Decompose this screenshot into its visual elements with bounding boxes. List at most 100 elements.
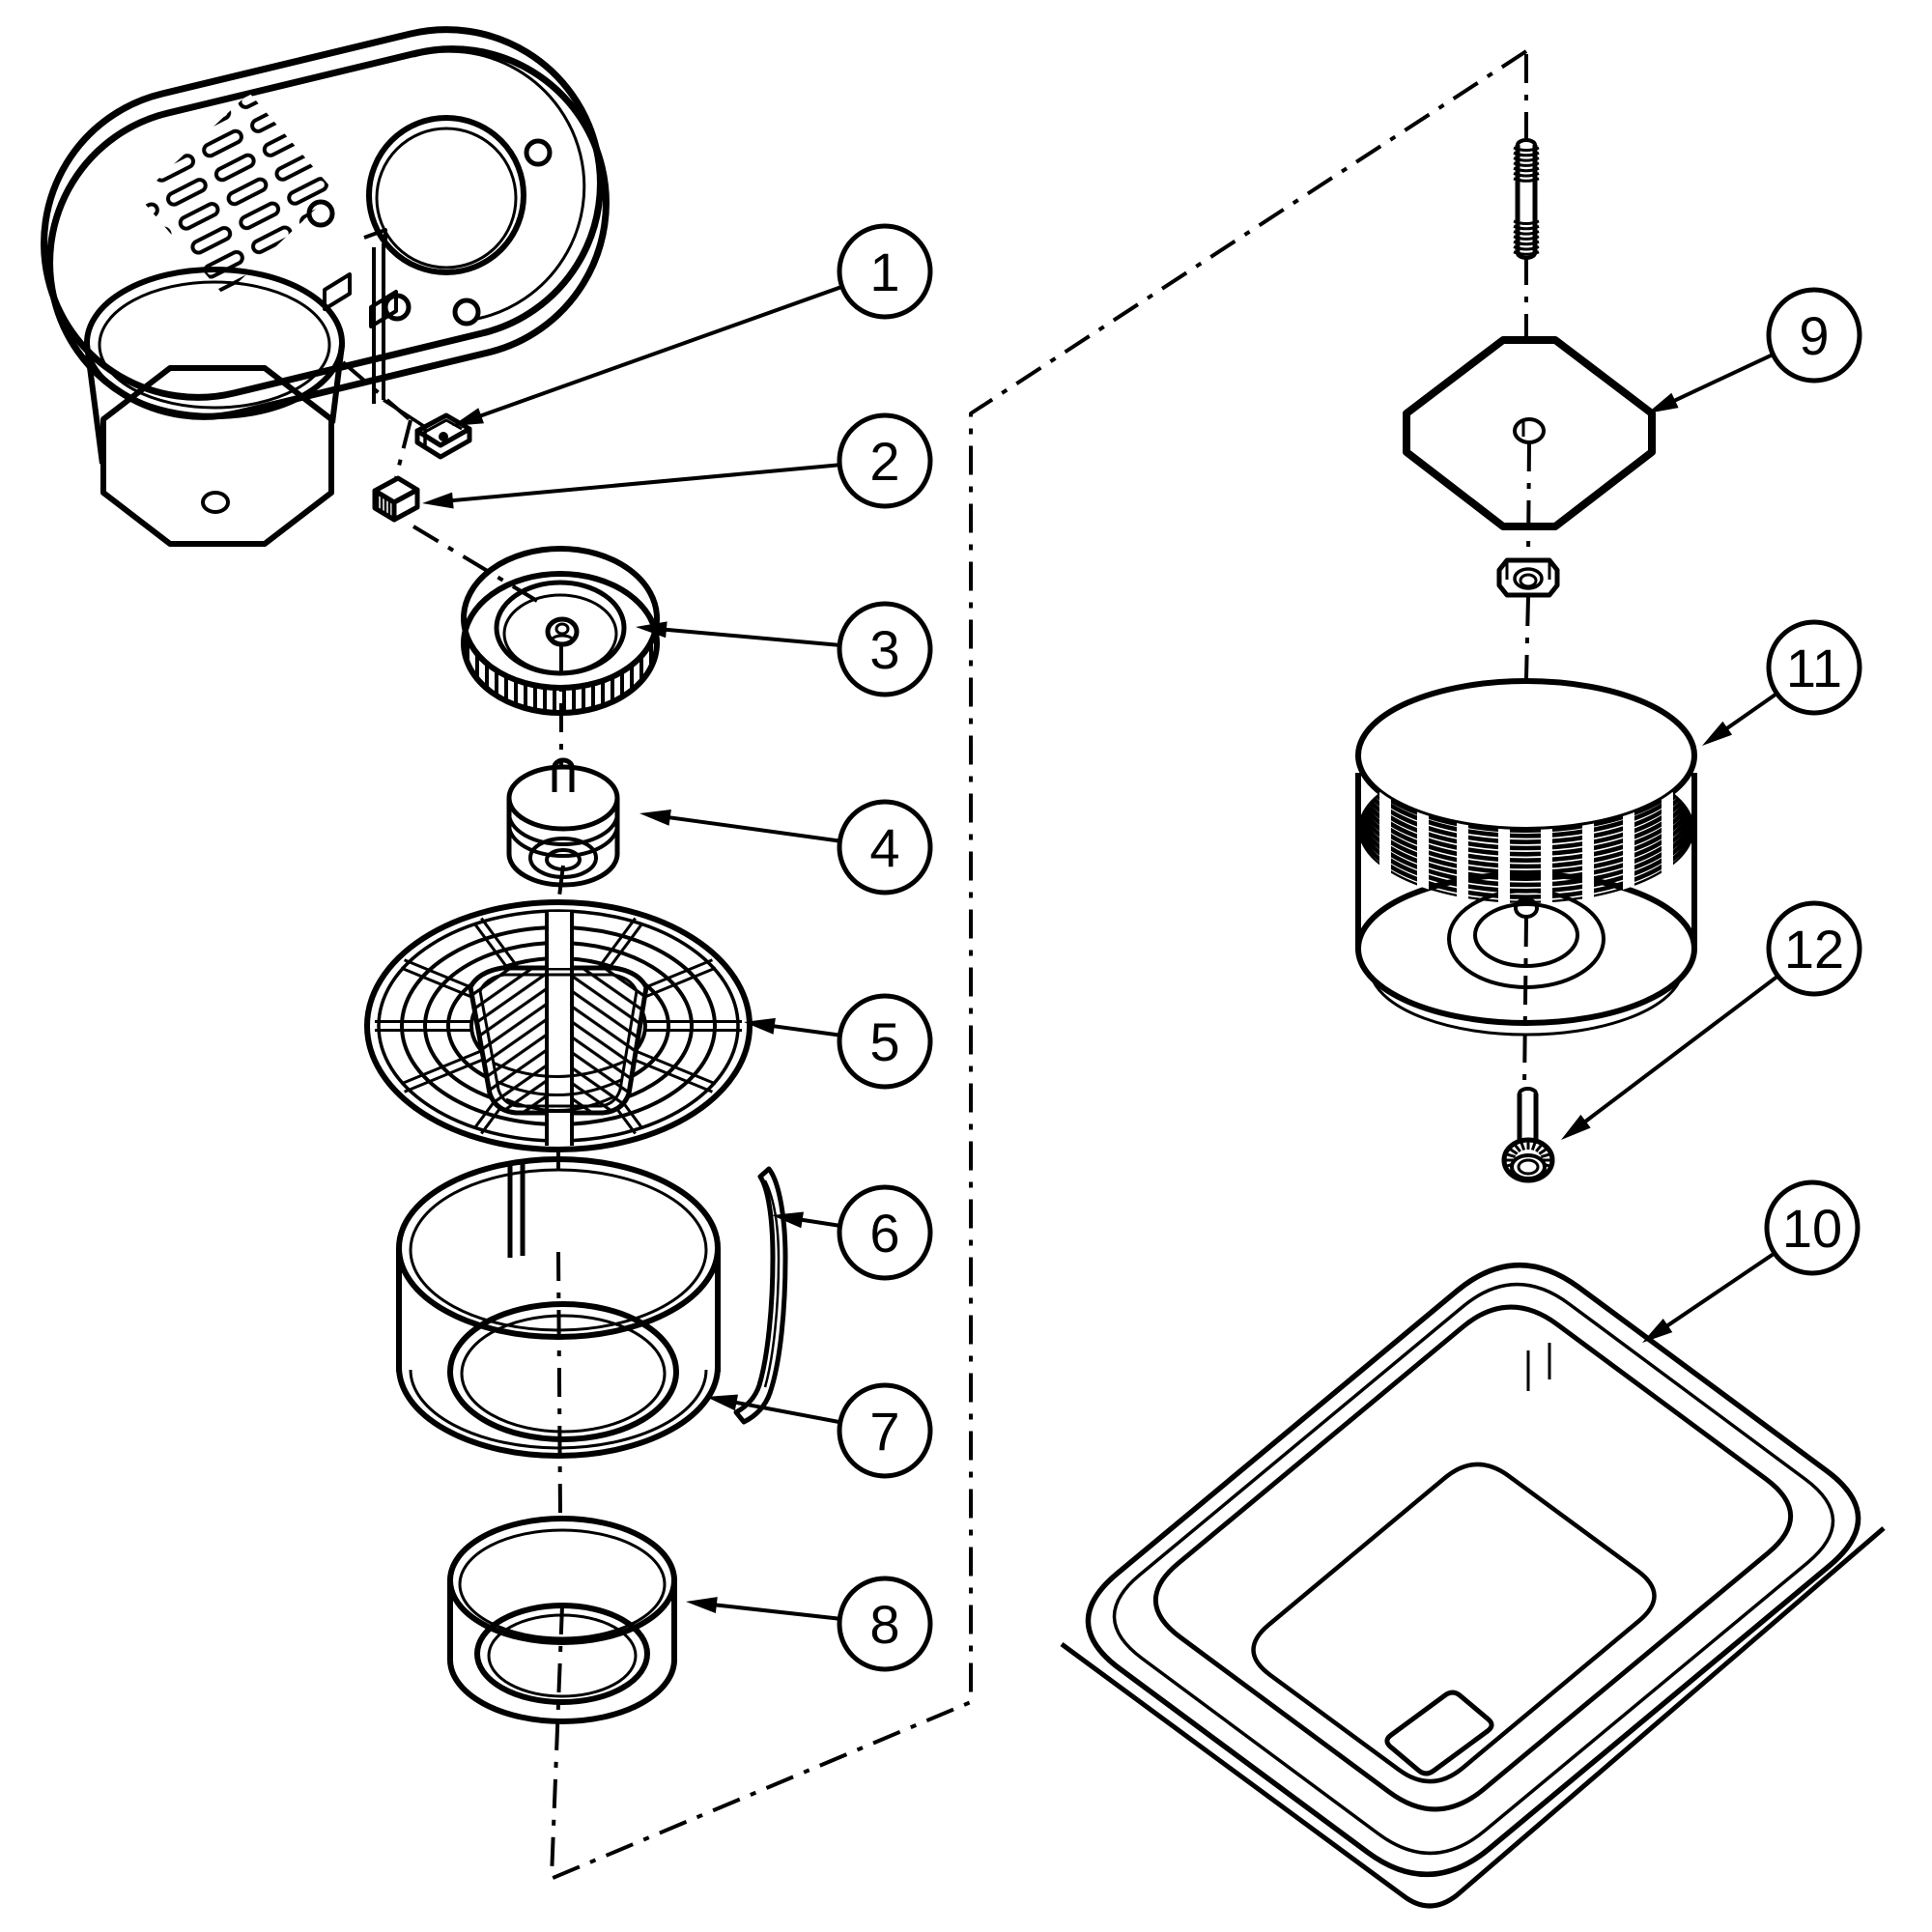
- callout-6-bubble: [837, 1184, 933, 1281]
- callout-5-leader: [770, 1023, 840, 1037]
- callout-10: 10: [1642, 1179, 1861, 1343]
- axis-bracket-3: [412, 525, 539, 603]
- axis-right-3: [1526, 441, 1531, 559]
- center-lines: [341, 49, 1531, 1881]
- part1-inner-line: [424, 418, 463, 434]
- callout-4: 4: [639, 799, 933, 895]
- callout-8-arrowhead: [686, 1597, 718, 1613]
- ring-top-rim: [447, 1516, 677, 1645]
- housing-large-hole-inner: [375, 127, 518, 270]
- part-threaded-stud: [1513, 138, 1540, 260]
- callout-9-leader: [1670, 353, 1775, 404]
- base-flange-thickness: [1060, 1526, 1886, 1909]
- callout-6: 6: [772, 1184, 933, 1281]
- axis-right-5: [1522, 917, 1528, 1091]
- knob-hub: [545, 616, 580, 647]
- callout-2-label: 2: [869, 431, 899, 492]
- knob-hub-hole: [554, 622, 570, 636]
- callout-1-label: 1: [869, 242, 899, 302]
- callout-5: 5: [744, 993, 933, 1090]
- callout-2-arrowhead: [422, 492, 454, 509]
- callout-5-arrowhead: [744, 1017, 776, 1035]
- spindle-bottom: [506, 853, 620, 888]
- callout-4-label: 4: [869, 817, 899, 878]
- callout-10-label: 10: [1782, 1198, 1842, 1259]
- grille-dome-inner-outline: [478, 973, 639, 1108]
- axis-bracket-1: [341, 360, 412, 422]
- callout-12-bubble: [1766, 900, 1862, 997]
- callout-7-arrowhead: [706, 1394, 739, 1411]
- clip-blade: [733, 1166, 788, 1425]
- callout-6-leader: [798, 1217, 840, 1228]
- housing-hole-2: [524, 138, 553, 167]
- part-2-terminal-block: [372, 475, 420, 523]
- part-5-guard-grille: [364, 899, 753, 1152]
- bracket-hook: [363, 228, 387, 243]
- detector-vent-slats: [1355, 678, 1697, 927]
- callout-4-arrowhead: [639, 809, 671, 826]
- callout-1-bubble: [837, 223, 933, 320]
- callout-5-label: 5: [869, 1011, 899, 1072]
- drum-top-rim-inner: [98, 280, 331, 410]
- spindle-top: [506, 764, 620, 832]
- part-10-base-cover: [1060, 1262, 1886, 1909]
- axis-left-2: [556, 865, 565, 905]
- callout-12-arrowhead: [1561, 1114, 1591, 1140]
- screw-head-face: [1510, 1153, 1547, 1180]
- callout-6-arrowhead: [772, 1211, 804, 1229]
- sleeve-bottom-rim: [396, 1366, 721, 1459]
- callout-11-bubble: [1766, 619, 1862, 716]
- part-3-knurled-knob: [461, 546, 660, 723]
- axis-left-5: [550, 1605, 564, 1878]
- drum-top-rim: [84, 267, 345, 419]
- callout-9-arrowhead: [1647, 392, 1679, 413]
- axis-bracket-2: [394, 419, 412, 478]
- sleeve-opening: [447, 1301, 679, 1442]
- grille-bar-bottom-fill: [549, 1113, 570, 1144]
- callout-6-label: 6: [869, 1203, 899, 1264]
- callout-7-label: 7: [869, 1401, 899, 1462]
- bracket-tab-2: [369, 290, 398, 328]
- part-hex-nut: [1496, 557, 1560, 598]
- hex-plate-outline: [1403, 336, 1656, 530]
- part2-knurl-hatch: [376, 493, 391, 517]
- part-9-hex-plate: [1403, 336, 1656, 530]
- callout-2-bubble: [837, 412, 933, 509]
- spindle-ring-2: [507, 824, 619, 858]
- housing-hole-4: [452, 298, 481, 327]
- callout-11: 11: [1702, 619, 1862, 746]
- callout-10-leader: [1663, 1251, 1776, 1329]
- callout-9-bubble: [1766, 287, 1862, 384]
- hex-plate-hole: [1513, 417, 1546, 444]
- axis-right-4: [1524, 596, 1530, 680]
- callout-9: 9: [1647, 287, 1862, 413]
- housing-outline: [41, 26, 604, 401]
- drum-octagon-face: [100, 365, 334, 547]
- housing-inner-edge: [412, 49, 586, 321]
- ring-top-rim-inner: [458, 1528, 667, 1640]
- housing-cover: [41, 26, 610, 420]
- base-inner-panel: [1251, 1462, 1657, 1784]
- callout-12: 12: [1561, 900, 1862, 1140]
- part-1-contact-plate: [414, 412, 472, 460]
- part2-right-face: [391, 487, 420, 523]
- part-12-thumbscrew: [1501, 1087, 1555, 1183]
- callout-2: 2: [422, 412, 933, 509]
- part-11-detector: [1355, 678, 1697, 1037]
- base-outlines: [1085, 1262, 1861, 1878]
- part1-hole: [439, 432, 448, 441]
- drum-face-hole: [201, 491, 230, 514]
- callout-3-leader: [662, 627, 840, 647]
- callout-7-leader: [732, 1400, 841, 1425]
- sleeve-opening-inner: [460, 1314, 667, 1434]
- detector-center-hole: [1514, 897, 1539, 919]
- stud-threads: [1513, 146, 1540, 256]
- housing-large-hole: [366, 115, 526, 275]
- clip-inner-line: [763, 1179, 781, 1388]
- base-knockout: [1384, 1690, 1494, 1776]
- drum-housing: [84, 267, 345, 547]
- callout-7: 7: [706, 1382, 933, 1479]
- callout-11-label: 11: [1786, 638, 1842, 698]
- callout-12-leader: [1581, 974, 1779, 1125]
- nut-outline: [1496, 557, 1560, 598]
